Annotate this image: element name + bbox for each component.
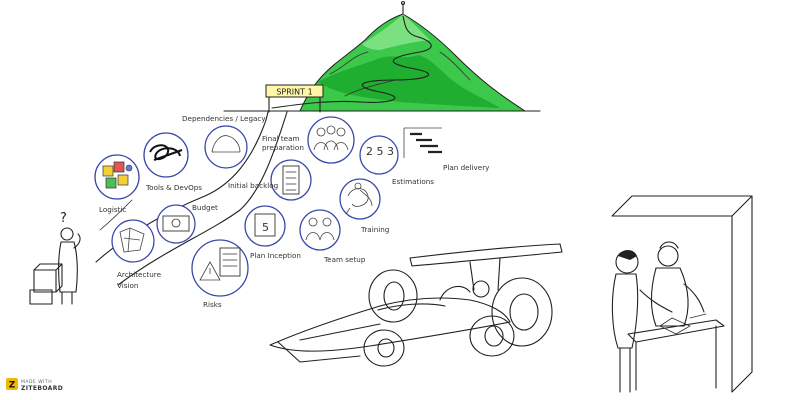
brand-name: ZITEBOARD bbox=[21, 385, 63, 392]
step-risks: Risks bbox=[191, 239, 249, 309]
architecture-circle bbox=[111, 219, 155, 263]
thinking-person: ? bbox=[29, 211, 81, 305]
budget-label: Budget bbox=[192, 203, 218, 212]
person-two-head bbox=[657, 245, 679, 267]
race-car bbox=[269, 243, 563, 367]
ziteboard-logo-icon bbox=[6, 378, 18, 390]
step-tools: Tools & DevOps bbox=[143, 132, 202, 192]
plan-delivery-label: Plan delivery bbox=[443, 163, 490, 172]
final-team-label-1: Final team bbox=[262, 134, 300, 143]
step-initial-backlog: Initial backlog bbox=[228, 159, 312, 201]
driver-helmet-icon bbox=[472, 280, 490, 298]
made-with-text: MADE WITH bbox=[21, 379, 52, 385]
mountain-contours bbox=[329, 51, 471, 97]
table bbox=[627, 319, 725, 343]
step-estimations: 2 5 3 Estimations bbox=[359, 135, 434, 186]
wheel-front-left bbox=[368, 269, 418, 323]
summit-flag-icon bbox=[400, 0, 406, 6]
svg-text:5: 5 bbox=[262, 221, 269, 234]
list-icon bbox=[282, 165, 300, 195]
room-box bbox=[611, 195, 753, 393]
dependencies-label: Dependencies / Legacy bbox=[182, 114, 266, 123]
step-training: Training bbox=[339, 178, 389, 234]
helmet-icon bbox=[618, 250, 637, 260]
box-icon-2 bbox=[29, 289, 53, 305]
step-final-team: Final team preparation bbox=[262, 116, 355, 164]
person-two-body bbox=[650, 267, 689, 327]
architecture-label-2: Vision bbox=[117, 281, 138, 290]
step-team-setup: Team setup bbox=[299, 209, 366, 264]
tools-label: Tools & DevOps bbox=[145, 183, 202, 192]
logistic-box-icon bbox=[102, 165, 114, 177]
people-icon bbox=[308, 217, 318, 227]
car-body bbox=[269, 297, 511, 352]
architecture-label-1: Architecture bbox=[117, 270, 162, 279]
estimations-label: Estimations bbox=[392, 177, 434, 186]
wallet-icon bbox=[162, 215, 190, 232]
logo-letter: Z bbox=[9, 381, 16, 391]
training-circle bbox=[339, 178, 381, 220]
mountain-path bbox=[271, 15, 432, 109]
exercise-icon bbox=[345, 188, 373, 215]
document-icon bbox=[219, 247, 241, 277]
branding: Z MADE WITH ZITEBOARD bbox=[6, 378, 63, 392]
mountain-shade-dark bbox=[318, 55, 500, 108]
logistic-circle bbox=[94, 154, 140, 200]
final-team-label-2: preparation bbox=[262, 143, 304, 152]
plan-inception-label: Plan Inception bbox=[250, 251, 301, 260]
cable-icon bbox=[149, 144, 183, 161]
step-plan-inception: 5 Plan Inception bbox=[244, 205, 301, 260]
blueprint-icon bbox=[119, 227, 145, 253]
step-architecture: Architecture Vision bbox=[111, 219, 162, 290]
sprint-flag bbox=[265, 84, 324, 98]
person-one-body bbox=[611, 273, 639, 349]
front-wing bbox=[277, 341, 361, 363]
team-setup-label: Team setup bbox=[323, 255, 366, 264]
step-budget: Budget bbox=[156, 203, 218, 244]
person-body bbox=[58, 241, 78, 293]
wheel-rear-left bbox=[469, 315, 515, 357]
step-logistic: Logistic bbox=[94, 154, 140, 214]
cockpit bbox=[439, 285, 471, 301]
backlog-circle bbox=[270, 159, 312, 201]
wheel-front-right bbox=[363, 329, 405, 367]
bridge-icon bbox=[211, 135, 241, 153]
team-icon bbox=[316, 127, 326, 137]
sprint-label: SPRINT 1 bbox=[276, 87, 312, 96]
numbers-icon: 2 5 3 bbox=[366, 145, 394, 158]
risks-label: Risks bbox=[203, 300, 222, 309]
gantt-icon bbox=[403, 127, 442, 158]
estimations-circle bbox=[359, 135, 399, 175]
team-setup-circle bbox=[299, 209, 341, 251]
step-dependencies: Dependencies / Legacy bbox=[182, 114, 266, 169]
dependencies-circle bbox=[204, 125, 248, 169]
person-head bbox=[60, 227, 74, 241]
budget-circle bbox=[156, 204, 196, 244]
rear-wing bbox=[409, 243, 563, 267]
question-mark: ? bbox=[60, 211, 67, 226]
box-icon bbox=[33, 263, 63, 293]
logistic-label: Logistic bbox=[99, 205, 126, 214]
warning-icon bbox=[199, 261, 221, 281]
training-label: Training bbox=[360, 225, 389, 234]
final-team-circle bbox=[307, 116, 355, 164]
sprint-sign: SPRINT 1 bbox=[265, 84, 324, 113]
step-plan-delivery: Plan delivery bbox=[403, 127, 490, 172]
team-room bbox=[611, 195, 753, 393]
calendar-icon bbox=[254, 213, 276, 237]
backlog-label: Initial backlog bbox=[228, 181, 278, 190]
wheel-rear-right bbox=[491, 277, 553, 347]
mountain bbox=[223, 0, 541, 112]
mountain-shade-light bbox=[362, 14, 430, 50]
